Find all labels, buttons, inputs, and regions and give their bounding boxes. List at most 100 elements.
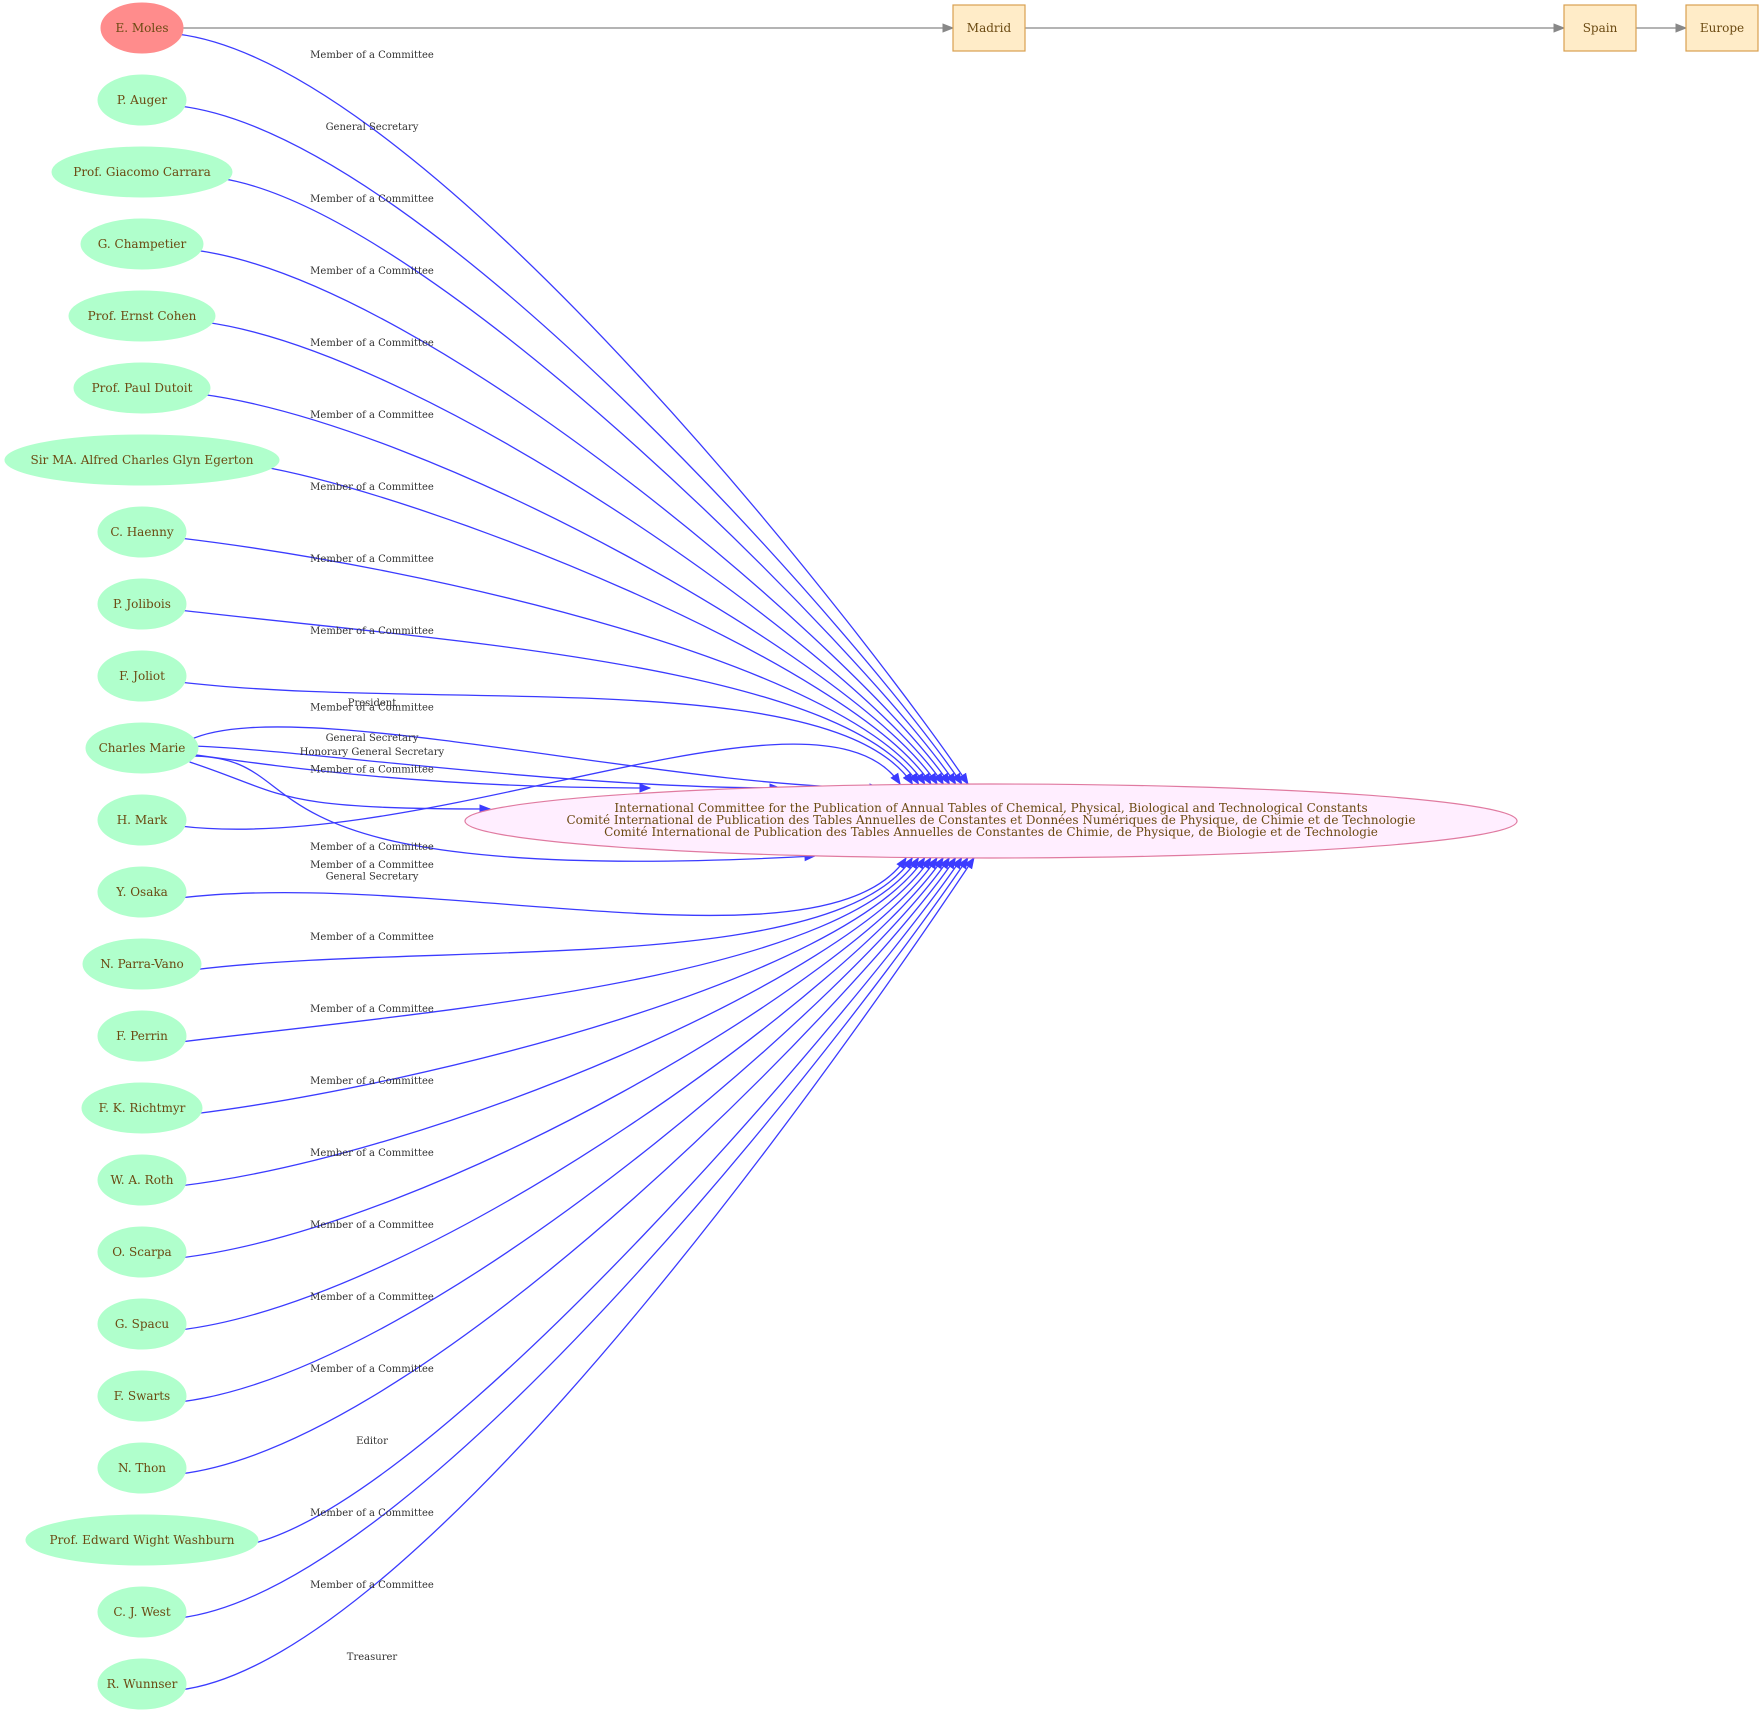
edge-label: Member of a Committee	[310, 410, 434, 421]
edge-label: Member of a Committee	[310, 482, 434, 493]
edge-p-jolibois-member-of-a-committee	[179, 609, 920, 785]
person-node-n-thon[interactable]: N. Thon	[97, 1442, 187, 1494]
place-node-shape	[952, 4, 1026, 52]
person-node-shape	[97, 1442, 187, 1494]
person-node-p-auger[interactable]: P. Auger	[97, 74, 187, 126]
person-node-f-joliot[interactable]: F. Joliot	[97, 650, 187, 702]
person-node-shape	[51, 146, 233, 198]
person-node-prof-giacomo-carrara[interactable]: Prof. Giacomo Carrara	[51, 146, 233, 198]
person-node-f-perrin[interactable]: F. Perrin	[97, 1010, 187, 1062]
edge-f-joliot-president	[179, 681, 914, 785]
edge-g-spacu-member-of-a-committee	[179, 857, 944, 1331]
edge-f-perrin-member-of-a-committee	[179, 857, 920, 1043]
person-node-label: R. Wunnser	[107, 1677, 178, 1691]
organization-name-line: Comité International de Publication des …	[604, 825, 1378, 839]
person-node-label: C. J. West	[113, 1605, 171, 1619]
edge-label: Member of a Committee	[310, 1292, 434, 1303]
person-node-label: C. Haenny	[110, 525, 174, 539]
person-node-g-spacu[interactable]: G. Spacu	[97, 1298, 187, 1350]
person-node-label: Y. Osaka	[115, 885, 168, 899]
person-node-shape	[85, 722, 199, 774]
person-node-prof-paul-dutoit[interactable]: Prof. Paul Dutoit	[73, 362, 211, 414]
person-node-r-wunnser[interactable]: R. Wunnser	[97, 1658, 187, 1710]
place-node-shape	[1563, 4, 1637, 52]
person-node-sir-ma-alfred-charles-glyn-egerton[interactable]: Sir MA. Alfred Charles Glyn Egerton	[4, 434, 280, 486]
person-node-n-parra-vano[interactable]: N. Parra-Vano	[82, 938, 202, 990]
person-node-c-j-west[interactable]: C. J. West	[97, 1586, 187, 1638]
organization-name-line: Comité International de Publication des …	[567, 813, 1416, 827]
person-node-shape	[97, 794, 187, 846]
edge-e-moles-member-of-a-committee	[176, 33, 969, 785]
person-node-shape	[97, 1586, 187, 1638]
edge-f-swarts-member-of-a-committee	[179, 857, 950, 1403]
person-node-prof-edward-wight-washburn[interactable]: Prof. Edward Wight Washburn	[25, 1514, 259, 1566]
edge-label: Member of a Committee	[310, 842, 434, 853]
person-node-charles-marie[interactable]: Charles Marie	[85, 722, 199, 774]
person-node-shape	[97, 1298, 187, 1350]
focus-person-node[interactable]: E. Moles	[100, 2, 184, 54]
edge-label: Member of a Committee	[310, 1580, 434, 1591]
person-node-label: G. Champetier	[98, 237, 187, 251]
person-node-h-mark[interactable]: H. Mark	[97, 794, 187, 846]
edge-label: Member of a Committee	[310, 703, 434, 714]
person-node-shape	[97, 1226, 187, 1278]
person-node-w-a-roth[interactable]: W. A. Roth	[97, 1154, 187, 1206]
person-node-g-champetier[interactable]: G. Champetier	[80, 218, 204, 270]
place-node-spain[interactable]: Spain	[1563, 4, 1637, 52]
person-node-shape	[73, 362, 211, 414]
edge-label: Member of a Committee	[310, 626, 434, 637]
edge-prof-giacomo-carrara-member-of-a-committee	[218, 177, 957, 785]
edge-label: Editor	[356, 1436, 388, 1447]
edge-r-wunnser-treasurer	[179, 857, 975, 1691]
person-node-prof-ernst-cohen[interactable]: Prof. Ernst Cohen	[68, 290, 216, 342]
edge-label: Member of a Committee	[310, 932, 434, 943]
edge-c-j-west-member-of-a-committee	[179, 857, 969, 1619]
edge-label: Member of a Committee	[310, 554, 434, 565]
edge-label: Member of a Committee	[310, 1508, 434, 1519]
edge-n-thon-editor	[179, 857, 957, 1475]
edge-g-champetier-member-of-a-committee	[193, 249, 951, 785]
person-node-p-jolibois[interactable]: P. Jolibois	[97, 578, 187, 630]
place-node-shape	[1685, 4, 1759, 52]
edge-label: General Secretary	[326, 733, 419, 744]
edge-f-k-richtmyr-member-of-a-committee	[192, 857, 926, 1115]
edge-y-osaka-member-of-a-committee	[179, 857, 907, 917]
person-node-shape	[97, 74, 187, 126]
edge-charles-marie-honorary-general-secretary	[189, 753, 652, 793]
edge-o-scarpa-member-of-a-committee	[179, 857, 938, 1259]
place-node-europe[interactable]: Europe	[1685, 4, 1759, 52]
place-node-label: Spain	[1583, 21, 1618, 35]
person-node-label: H. Mark	[117, 813, 168, 827]
person-node-shape	[25, 1514, 259, 1566]
edge-label: Member of a Committee	[310, 1220, 434, 1231]
edge-label: Member of a Committee	[310, 194, 434, 205]
organization-node[interactable]: International Committee for the Publicat…	[464, 783, 1518, 859]
person-node-shape	[100, 2, 184, 54]
edge-h-mark-member-of-a-committee	[179, 743, 901, 830]
person-node-shape	[97, 1658, 187, 1710]
person-node-shape	[82, 938, 202, 990]
person-node-f-swarts[interactable]: F. Swarts	[97, 1370, 187, 1422]
person-node-y-osaka[interactable]: Y. Osaka	[97, 866, 187, 918]
person-node-o-scarpa[interactable]: O. Scarpa	[97, 1226, 187, 1278]
place-node-label: Madrid	[967, 21, 1012, 35]
person-node-shape	[68, 290, 216, 342]
person-node-label: Prof. Giacomo Carrara	[73, 165, 210, 179]
organization-node-shape	[464, 783, 1518, 859]
edge-n-parra-vano-member-of-a-committee	[192, 857, 913, 971]
person-node-c-haenny[interactable]: C. Haenny	[97, 506, 187, 558]
edge-w-a-roth-member-of-a-committee	[179, 857, 932, 1187]
person-node-shape	[97, 1010, 187, 1062]
person-node-label: N. Thon	[118, 1461, 166, 1475]
organization-name-line: International Committee for the Publicat…	[614, 801, 1367, 815]
person-node-f-k-richtmyr[interactable]: F. K. Richtmyr	[81, 1082, 203, 1134]
person-node-label: F. Swarts	[114, 1389, 170, 1403]
person-node-label: F. Perrin	[116, 1029, 168, 1043]
edge-charles-marie-member-of-a-committee	[189, 726, 882, 793]
person-node-shape	[97, 650, 187, 702]
place-node-madrid[interactable]: Madrid	[952, 4, 1026, 52]
edge-label: General Secretary	[326, 872, 419, 883]
person-node-label: Charles Marie	[99, 741, 186, 755]
